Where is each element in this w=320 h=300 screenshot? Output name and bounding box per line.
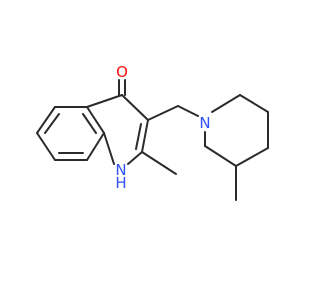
atom-labels: O N H N <box>115 63 210 192</box>
bond-c5p-c6p <box>204 145 237 167</box>
bond-c2-methyl <box>141 151 177 175</box>
bond-c5-c6 <box>36 106 56 134</box>
bond-c3-c2 <box>141 119 149 153</box>
structure-diagram: O N H N <box>36 63 269 201</box>
bond-c6-c7 <box>36 132 56 161</box>
molecule-drawing: O N H N <box>36 63 269 201</box>
bond-c3-c2-inner <box>135 123 142 150</box>
oxygen-label: O <box>116 63 128 81</box>
bond-c4p-c5p <box>235 147 269 167</box>
bond-c2-n1 <box>127 151 143 165</box>
piperidine-nitrogen-label: N <box>199 114 210 132</box>
bonds <box>36 79 269 201</box>
bond-ch2-n <box>177 105 199 117</box>
bond-c4-c3 <box>121 94 149 121</box>
bond-c3-ch2 <box>147 105 179 121</box>
bond-c8a-c4a <box>86 106 105 134</box>
bond-c4a-c4 <box>86 94 123 108</box>
bond-n-c2p <box>211 94 241 113</box>
bond-c2p-c3p <box>239 94 269 113</box>
bond-c8-c8a <box>86 132 105 161</box>
ring-nitrogen-hydrogen-label: H <box>115 174 126 192</box>
ring-nitrogen-label: N <box>115 161 126 179</box>
bond-n1-c8a <box>103 132 115 165</box>
bond-c8a-c4a-inner <box>82 113 97 134</box>
bond-c5-c6-inner <box>44 113 60 134</box>
